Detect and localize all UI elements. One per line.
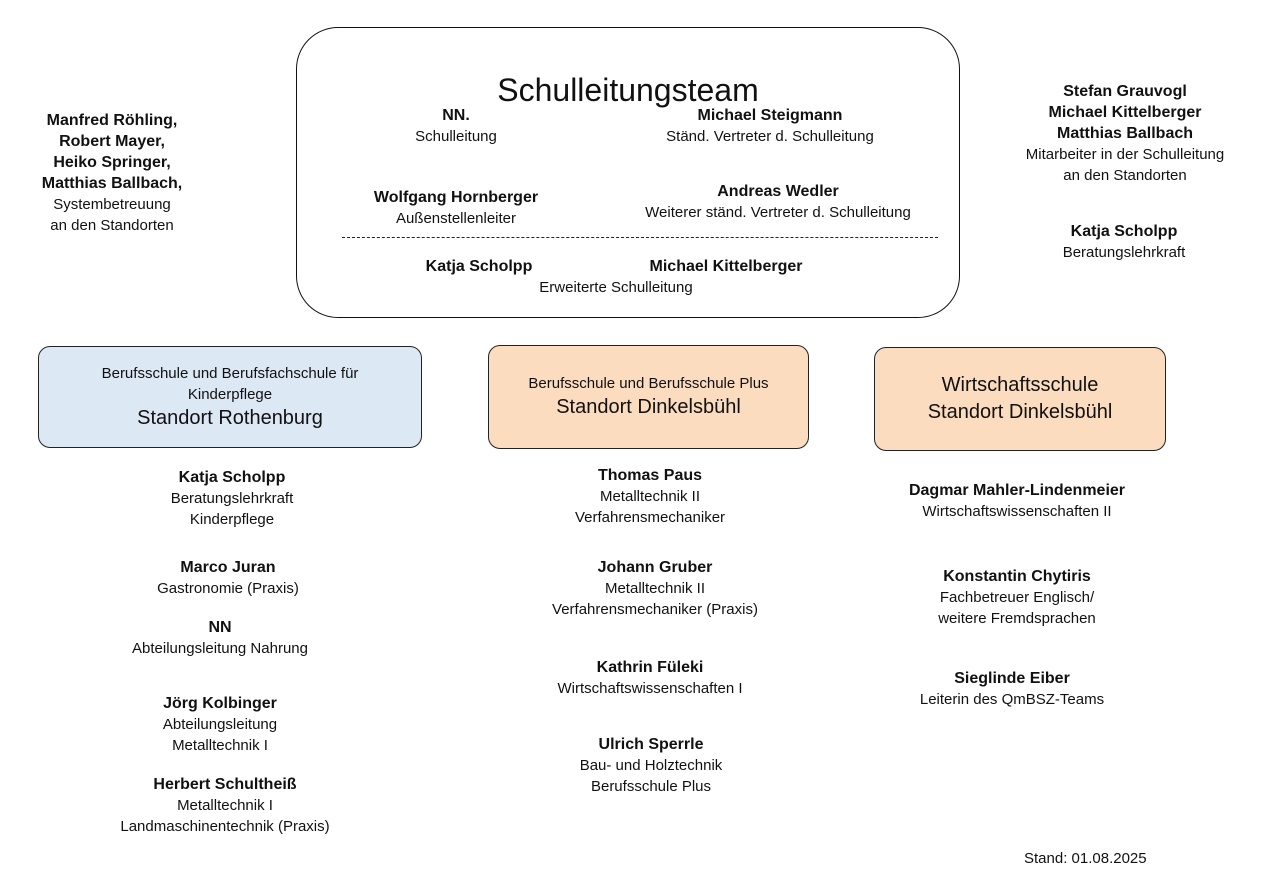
leader-name: Michael Steigmann [697, 107, 843, 124]
location-subtitle: Berufsschule und Berufsfachschule für [101, 364, 359, 382]
staff-entry: Johann Gruber Metalltechnik II Verfahren… [505, 557, 805, 620]
leader-name: Wolfgang Hornberger [373, 189, 539, 206]
admin-name: Heiko Springer, [53, 154, 171, 171]
extended-member-1: Katja Scholpp [389, 256, 569, 277]
counselor-name: Katja Scholpp [1070, 223, 1178, 240]
staff-entry: Ulrich Sperrle Bau- und Holztechnik Beru… [501, 734, 801, 797]
staff-name: NN [208, 619, 232, 636]
location-subtitle: Kinderpflege [187, 385, 273, 403]
staff-role: Gastronomie (Praxis) [157, 580, 299, 597]
location-title: Standort Rothenburg [137, 406, 323, 429]
staff-name: Herbert Schultheiß [153, 776, 297, 793]
leader-name: NN. [442, 107, 470, 124]
staff-name: Dagmar Mahler-Lindenmeier [908, 482, 1126, 499]
staff-entry: Herbert Schultheiß Metalltechnik I Landm… [75, 774, 375, 837]
staff-entry: Thomas Paus Metalltechnik II Verfahrensm… [500, 465, 800, 528]
leader-second-deputy: Andreas Wedler Weiterer ständ. Vertreter… [608, 181, 948, 223]
staff-entry: NN Abteilungsleitung Nahrung [70, 617, 370, 659]
staff-role: Metalltechnik I [177, 797, 273, 814]
staff-name: Katja Scholpp [178, 469, 286, 486]
staff-role: Metalltechnik II [599, 488, 701, 505]
leadership-box: Schulleitungsteam [296, 27, 960, 318]
staff-entry: Sieglinde Eiber Leiterin des QmBSZ-Teams [862, 668, 1162, 710]
staff-entry: Katja Scholpp Beratungslehrkraft Kinderp… [82, 467, 382, 530]
staff-role: weitere Fremdsprachen [938, 610, 1096, 627]
location-title: Standort Dinkelsbühl [556, 396, 741, 418]
staff-entry: Konstantin Chytiris Fachbetreuer Englisc… [867, 566, 1167, 629]
leadership-divider [342, 237, 938, 238]
staff-role: Fachbetreuer Englisch/ [939, 589, 1095, 606]
extended-role: Erweiterte Schulleitung [539, 279, 693, 296]
extended-member-2: Michael Kittelberger [616, 256, 836, 277]
admin-role: an den Standorten [50, 217, 174, 234]
staff-name: Konstantin Chytiris [943, 568, 1091, 585]
system-admin-group: Manfred Röhling, Robert Mayer, Heiko Spr… [12, 110, 212, 236]
location-box-rothenburg: Berufsschule und Berufsfachschule für Ki… [38, 346, 422, 448]
staff-entry: Kathrin Füleki Wirtschaftswissenschaften… [500, 657, 800, 699]
admin-role: Systembetreuung [53, 196, 171, 213]
staff-role: Leiterin des QmBSZ-Teams [919, 691, 1105, 708]
staff-name: Michael Kittelberger [1048, 104, 1202, 121]
staff-name: Thomas Paus [597, 467, 703, 484]
admin-name: Manfred Röhling, [46, 112, 178, 129]
staff-entry: Dagmar Mahler-Lindenmeier Wirtschaftswis… [867, 480, 1167, 522]
staff-role: an den Standorten [1063, 167, 1187, 184]
leader-role: Weiterer ständ. Vertreter d. Schulleitun… [645, 204, 911, 221]
staff-role: Landmaschinentechnik (Praxis) [120, 818, 330, 835]
staff-name: Sieglinde Eiber [954, 670, 1070, 687]
leader-name: Andreas Wedler [717, 183, 839, 200]
staff-role: Verfahrensmechaniker (Praxis) [552, 601, 758, 618]
staff-name: Johann Gruber [597, 559, 713, 576]
staff-name: Jörg Kolbinger [163, 695, 277, 712]
leader-role: Ständ. Vertreter d. Schulleitung [666, 128, 874, 145]
staff-name: Matthias Ballbach [1056, 125, 1194, 142]
extended-name: Katja Scholpp [425, 258, 533, 275]
admin-name: Matthias Ballbach, [41, 175, 183, 192]
staff-role: Verfahrensmechaniker [574, 509, 726, 526]
location-subtitle: Berufsschule und Berufsschule Plus [528, 375, 769, 392]
extended-name: Michael Kittelberger [649, 258, 803, 275]
staff-name: Stefan Grauvogl [1063, 83, 1187, 100]
staff-role: Bau- und Holztechnik [579, 757, 723, 774]
location-title: Standort Dinkelsbühl [927, 401, 1113, 423]
admin-name: Robert Mayer, [59, 133, 165, 150]
staff-role: Berufsschule Plus [590, 778, 712, 795]
staff-role: Beratungslehrkraft [170, 490, 294, 507]
counselor: Katja Scholpp Beratungslehrkraft [1024, 221, 1224, 263]
leader-role: Schulleitung [415, 128, 497, 145]
staff-role: Wirtschaftswissenschaften II [922, 503, 1112, 520]
staff-entry: Jörg Kolbinger Abteilungsleitung Metallt… [70, 693, 370, 756]
staff-name: Marco Juran [180, 559, 276, 576]
staff-role: Abteilungsleitung Nahrung [132, 640, 308, 657]
staff-role: Metalltechnik I [172, 737, 268, 754]
staff-role: Kinderpflege [189, 511, 275, 528]
staff-role: Mitarbeiter in der Schulleitung [1025, 146, 1225, 163]
location-box-wirtschaftsschule: Wirtschaftsschule Standort Dinkelsbühl [874, 347, 1166, 451]
leadership-staff-group: Stefan Grauvogl Michael Kittelberger Mat… [1000, 81, 1250, 186]
staff-name: Ulrich Sperrle [598, 736, 704, 753]
staff-role: Metalltechnik II [604, 580, 706, 597]
leader-deputy: Michael Steigmann Ständ. Vertreter d. Sc… [620, 105, 920, 147]
counselor-role: Beratungslehrkraft [1062, 244, 1186, 261]
footer-date: Stand: 01.08.2025 [1024, 850, 1147, 867]
staff-role: Wirtschaftswissenschaften I [557, 680, 743, 697]
location-title: Wirtschaftsschule [941, 374, 1099, 396]
location-box-dinkelsbuehl-bs: Berufsschule und Berufsschule Plus Stand… [488, 345, 809, 449]
leader-branch-head: Wolfgang Hornberger Außenstellenleiter [346, 187, 566, 229]
leader-role: Außenstellenleiter [395, 210, 517, 227]
staff-role: Abteilungsleitung [162, 716, 278, 733]
staff-entry: Marco Juran Gastronomie (Praxis) [78, 557, 378, 599]
staff-name: Kathrin Füleki [596, 659, 704, 676]
leadership-title: Schulleitungsteam [497, 72, 759, 108]
leader-schulleitung: NN. Schulleitung [356, 105, 556, 147]
